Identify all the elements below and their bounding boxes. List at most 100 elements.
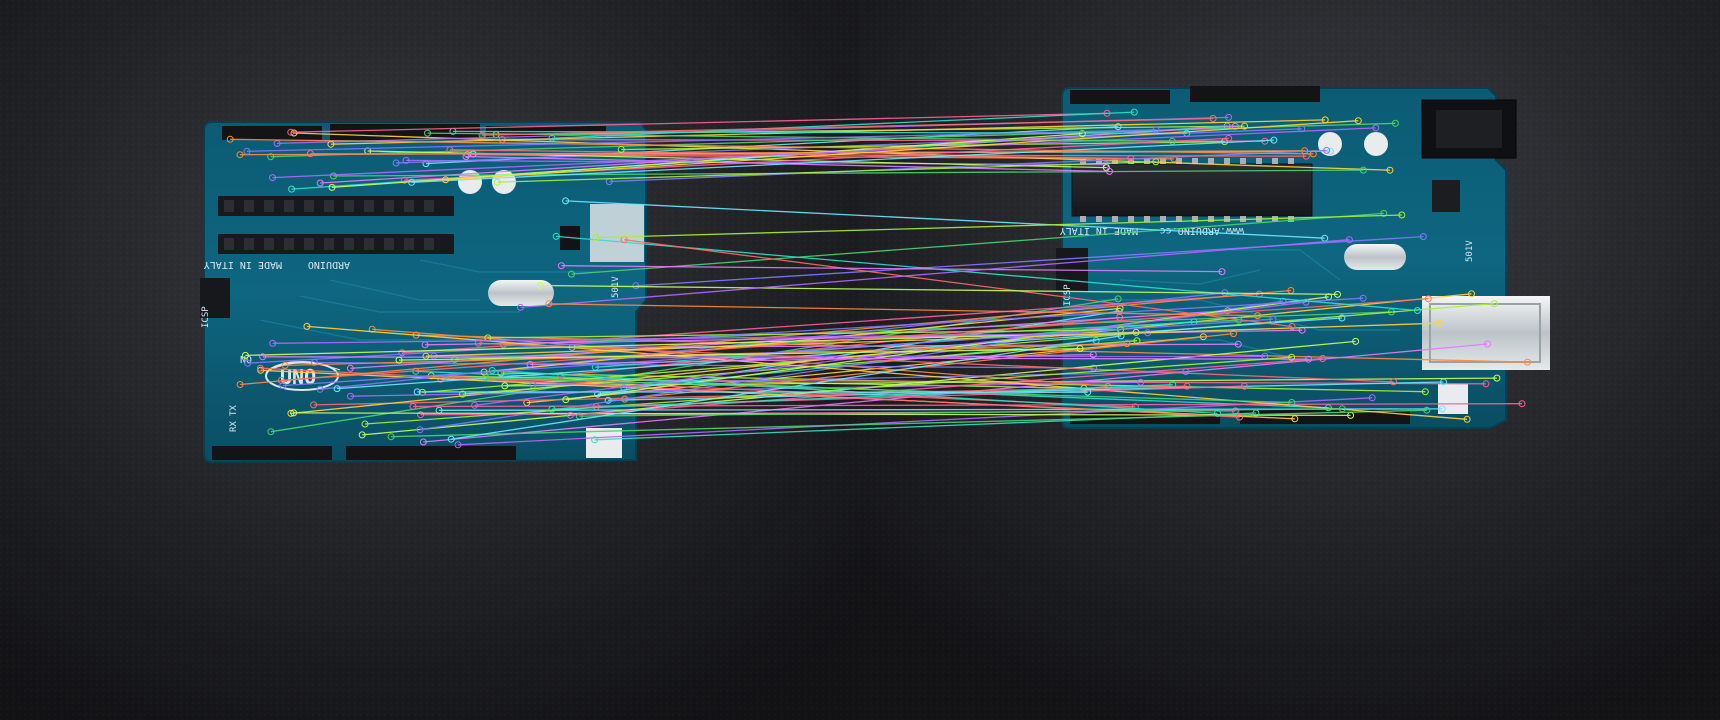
keypoint-marker	[1334, 290, 1341, 298]
keypoint-marker	[1440, 378, 1447, 386]
keypoint-marker	[290, 129, 298, 137]
keypoint-marker	[1438, 405, 1446, 413]
match-line	[282, 318, 1273, 387]
keypoint-marker	[1236, 413, 1243, 421]
keypoint-marker	[244, 359, 252, 367]
keypoint-marker	[516, 303, 524, 311]
keypoint-marker	[1386, 166, 1394, 174]
match-line	[431, 375, 1084, 389]
keypoint-marker	[1123, 340, 1131, 348]
keypoint-marker	[1419, 233, 1427, 241]
keypoint-marker	[1225, 113, 1233, 121]
keypoint-marker	[552, 232, 560, 240]
left-rx-label: RX	[229, 421, 239, 432]
right-icsp-label: ICSP	[1063, 284, 1073, 306]
match-line	[487, 329, 1121, 339]
keypoint-marker	[1423, 406, 1431, 414]
keypoint-marker	[288, 185, 296, 193]
keypoint-marker	[402, 156, 410, 164]
keypoint-marker	[413, 388, 421, 396]
keypoint-marker	[243, 147, 251, 155]
keypoint-marker	[604, 396, 612, 404]
keypoint-marker	[269, 174, 276, 182]
keypoint-marker	[454, 441, 462, 449]
keypoint-marker	[346, 364, 354, 372]
keypoint-marker	[1288, 353, 1296, 361]
keypoint-marker	[1319, 355, 1327, 362]
keypoint-marker	[592, 234, 600, 242]
keypoint-marker	[1137, 378, 1145, 386]
match-line	[548, 303, 1258, 317]
keypoint-marker	[1309, 150, 1317, 158]
keypoint-marker	[459, 390, 467, 398]
keypoint-marker	[592, 403, 600, 411]
match-line	[551, 384, 1173, 410]
keypoint-marker	[347, 392, 354, 400]
right-brand-label: www.ARDUINO.cc	[1160, 225, 1244, 236]
keypoint-marker	[1213, 409, 1221, 417]
keypoint-marker	[482, 374, 490, 382]
match-line	[306, 325, 1468, 420]
right-regulator-label: 501V	[1465, 240, 1475, 262]
keypoint-marker	[1225, 134, 1233, 142]
keypoint-marker	[632, 282, 640, 290]
keypoint-marker	[1368, 394, 1376, 402]
keypoint-marker	[548, 134, 556, 142]
keypoint-marker	[1218, 268, 1226, 276]
keypoint-marker	[392, 159, 400, 167]
keypoint-marker	[562, 197, 570, 205]
match-line	[262, 356, 1309, 360]
keypoint-marker	[303, 322, 311, 330]
match-line	[486, 377, 1292, 404]
keypoint-marker	[256, 364, 264, 372]
match-line	[290, 112, 1108, 133]
match-line	[314, 361, 1094, 369]
match-line	[272, 332, 1148, 344]
match-line	[474, 301, 1307, 406]
keypoint-marker	[566, 411, 574, 419]
keypoint-marker	[1413, 307, 1421, 314]
match-line	[482, 117, 1214, 136]
match-line	[496, 125, 1245, 136]
keypoint-marker	[1106, 167, 1113, 175]
keypoint-marker	[545, 300, 553, 308]
keypoint-marker	[316, 385, 324, 393]
keypoint-marker	[259, 353, 267, 361]
keypoint-marker	[488, 367, 496, 374]
keypoint-marker	[1168, 137, 1176, 145]
match-line	[579, 408, 1343, 417]
keypoint-marker	[1114, 123, 1122, 131]
keypoint-marker	[226, 135, 234, 143]
keypoint-marker	[1279, 297, 1287, 305]
left-made-in-italy-label: MADE IN ITALY	[204, 259, 282, 270]
match-line	[457, 397, 1373, 446]
keypoint-marker	[1209, 115, 1217, 122]
keypoint-marker	[1338, 314, 1346, 322]
keypoint-marker	[1270, 136, 1278, 144]
match-line	[245, 331, 1137, 357]
match-line	[425, 322, 1440, 357]
keypoint-marker	[408, 178, 416, 186]
keypoint-marker	[1241, 122, 1248, 130]
match-line	[556, 235, 1418, 312]
keypoint-marker	[1076, 345, 1084, 353]
keypoint-marker	[548, 405, 556, 413]
keypoint-marker	[395, 356, 403, 364]
keypoint-marker	[1435, 319, 1443, 327]
keypoint-marker	[1169, 381, 1177, 389]
keypoint-marker	[1421, 388, 1429, 396]
keypoint-marker	[419, 438, 427, 446]
match-line	[540, 284, 1338, 296]
keypoint-marker	[330, 172, 337, 180]
keypoint-marker	[1359, 166, 1367, 174]
keypoint-marker	[1323, 146, 1331, 154]
keypoint-marker	[478, 131, 486, 139]
left-icsp-label: ICSP	[201, 306, 211, 328]
match-line	[624, 239, 1293, 328]
keypoint-marker	[1152, 126, 1160, 134]
keypoint-marker	[236, 381, 244, 388]
keypoint-marker	[310, 401, 318, 409]
keypoint-marker	[462, 153, 470, 160]
match-line	[595, 214, 1402, 239]
